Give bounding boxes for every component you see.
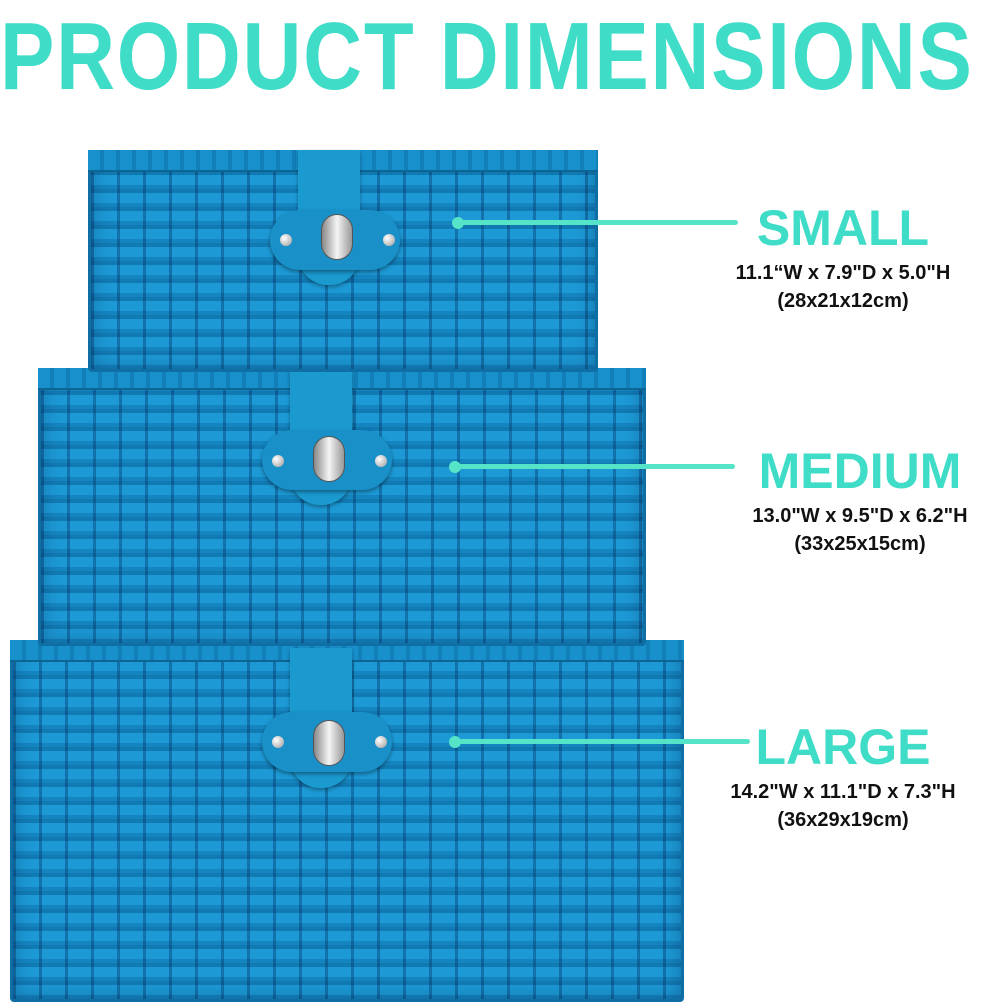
latch-icon xyxy=(313,720,345,766)
size-name: MEDIUM xyxy=(758,443,962,499)
page-title: PRODUCT DIMENSIONS xyxy=(0,3,974,110)
size-imperial: 14.2"W x 11.1"D x 7.3"H xyxy=(730,781,956,803)
size-imperial: 13.0"W x 9.5"D x 6.2"H xyxy=(752,505,968,527)
size-small: SMALL 11.1“W x 7.9"D x 5.0"H (28x21x12cm… xyxy=(683,203,1000,315)
size-metric: (28x21x12cm) xyxy=(777,290,909,312)
size-medium: MEDIUM 13.0"W x 9.5"D x 6.2"H (33x25x15c… xyxy=(700,446,1000,558)
latch-icon xyxy=(321,214,353,260)
size-name: LARGE xyxy=(755,719,931,775)
size-imperial: 11.1“W x 7.9"D x 5.0"H xyxy=(735,262,951,284)
size-name: SMALL xyxy=(756,200,930,256)
pointer-line-large xyxy=(455,739,750,744)
pointer-line-small xyxy=(458,220,738,225)
pointer-line-medium xyxy=(455,464,735,469)
latch-icon xyxy=(313,436,345,482)
size-large: LARGE 14.2"W x 11.1"D x 7.3"H (36x29x19c… xyxy=(683,722,1000,834)
size-metric: (36x29x19cm) xyxy=(777,809,909,831)
size-metric: (33x25x15cm) xyxy=(794,533,926,555)
